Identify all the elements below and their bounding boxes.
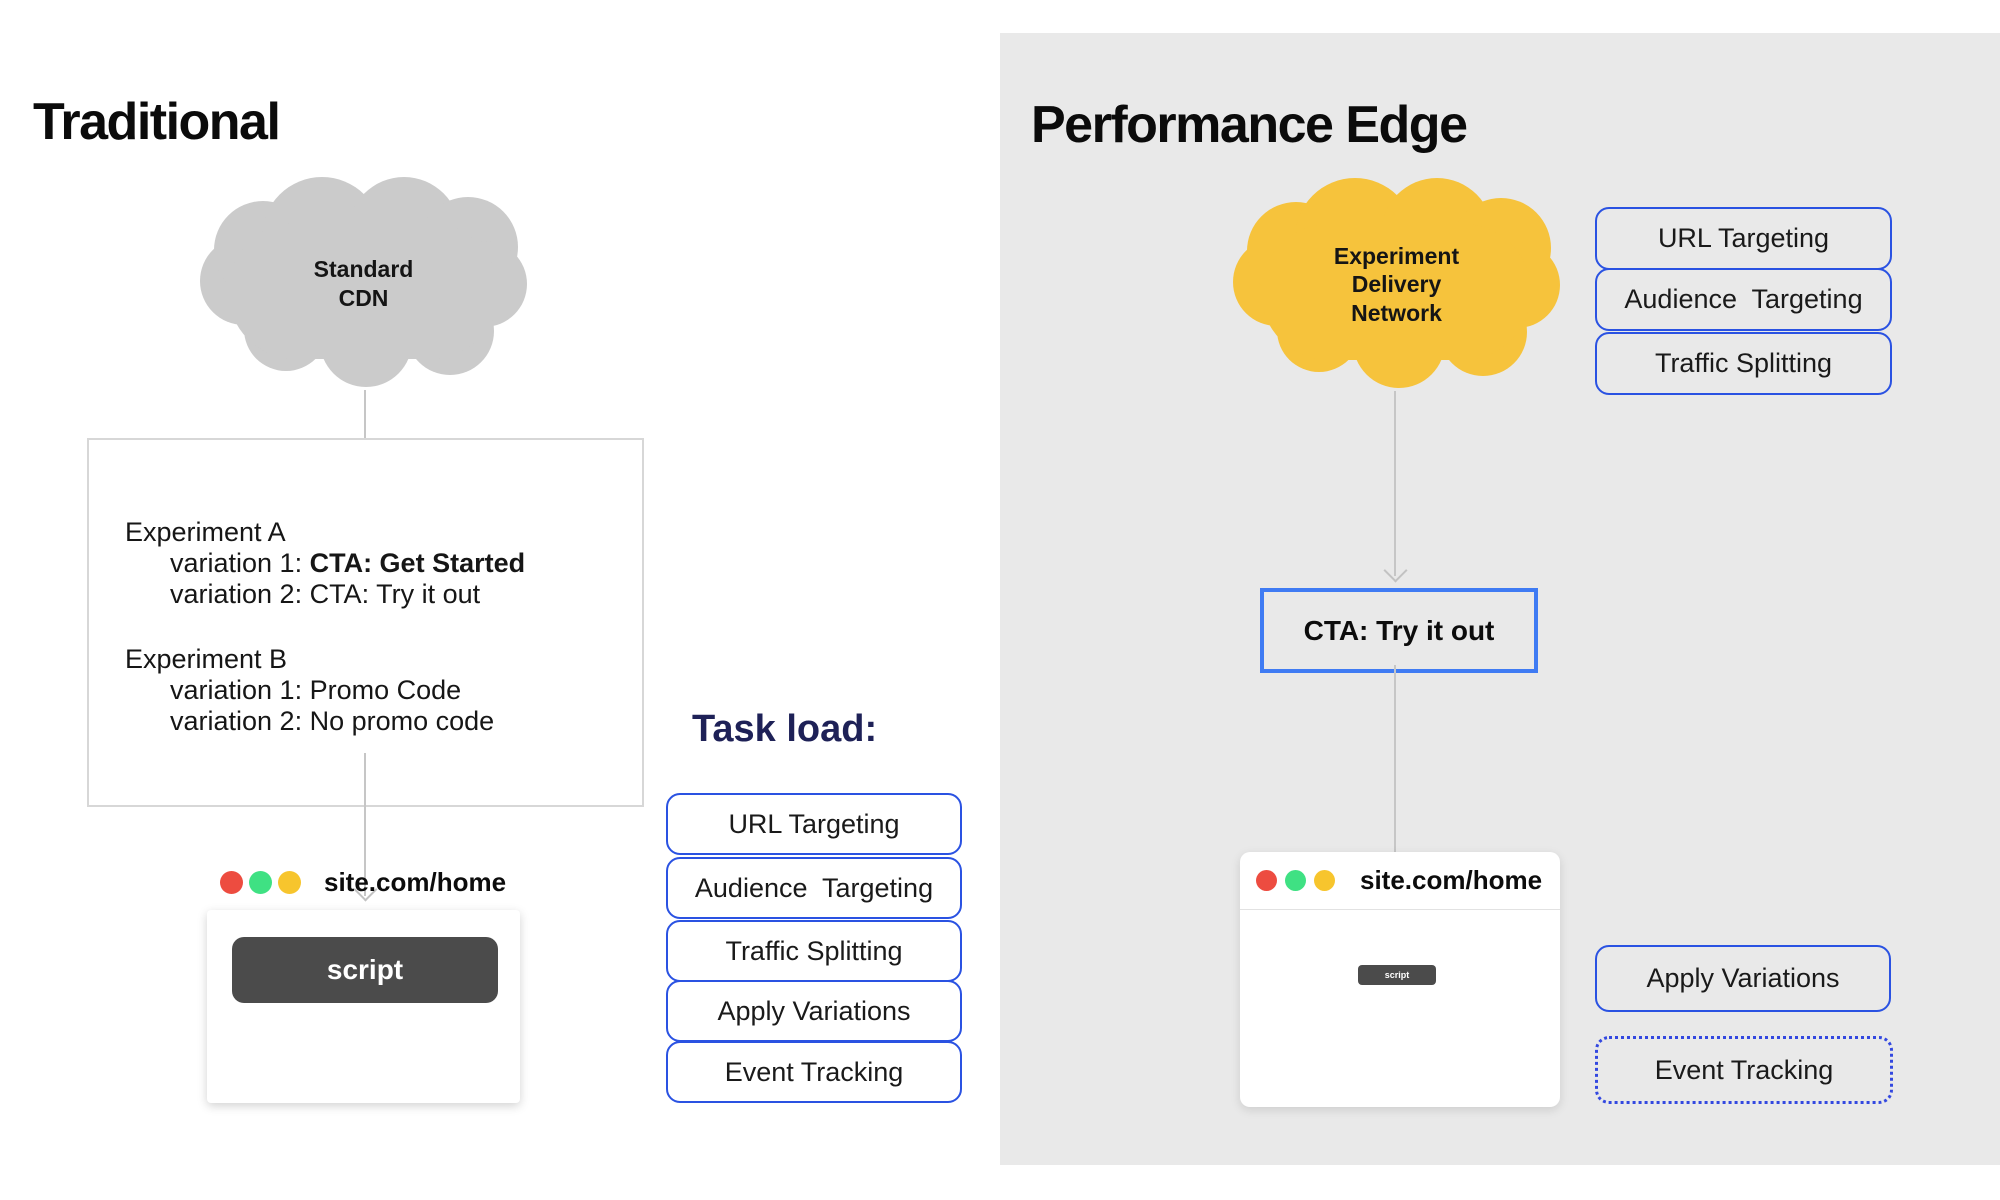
capability-audience-targeting: Audience Targeting [1595, 268, 1892, 331]
task-event-tracking: Event Tracking [666, 1041, 962, 1103]
traditional-title: Traditional [33, 93, 281, 151]
browser-title-row: site.com/home [220, 866, 507, 897]
capability-url-targeting: URL Targeting [1595, 207, 1892, 270]
cloud-core-icon [228, 223, 498, 359]
edge-task-event-tracking: Event Tracking [1595, 1036, 1893, 1104]
task-apply-variations: Apply Variations [666, 980, 962, 1042]
script-block: script [232, 937, 498, 1003]
traffic-dot-red-icon [1256, 870, 1277, 891]
experiment-delivery-network-cloud-icon: Experiment Delivery Network [1233, 178, 1560, 391]
task-audience-targeting: Audience Targeting [666, 857, 962, 919]
experiment-b-variation-2: variation 2: No promo code [170, 706, 495, 736]
experiment-b-title: Experiment B [125, 644, 288, 674]
traffic-dot-red-icon [220, 870, 243, 894]
cloud-line-1: Standard [313, 256, 414, 283]
task-traffic-splitting: Traffic Splitting [666, 920, 962, 982]
arrow-edn-to-cta-line [1394, 391, 1396, 576]
experiment-delivery-network-label: Experiment Delivery Network [1233, 178, 1560, 391]
browser-url: site.com/home [324, 866, 507, 897]
experiment-b-variation-1: variation 1: Promo Code [170, 675, 462, 705]
standard-cdn-label: Standard CDN [200, 177, 527, 390]
task-url-targeting: URL Targeting [666, 793, 962, 855]
task-load-heading: Task load: [692, 708, 878, 750]
cloud-line-3: Network [1351, 299, 1442, 326]
cloud-core-icon [1261, 224, 1531, 360]
edge-browser-window: site.com/home script [1240, 852, 1560, 1107]
standard-cdn-cloud-icon: Standard CDN [200, 177, 527, 390]
experiment-a-title: Experiment A [125, 517, 286, 547]
cta-variation-box: CTA: Try it out [1260, 588, 1538, 673]
traffic-dot-green-icon [249, 870, 272, 894]
script-chip: script [1358, 965, 1436, 985]
experiment-a-variation-2: variation 2: CTA: Try it out [170, 579, 481, 609]
edge-task-apply-variations: Apply Variations [1595, 945, 1891, 1012]
cloud-line-2: CDN [338, 284, 389, 311]
traffic-dot-yellow-icon [1314, 870, 1335, 891]
cloud-line-1: Experiment [1333, 243, 1460, 270]
variation-1-value: CTA: Get Started [309, 548, 526, 578]
traffic-dot-yellow-icon [278, 870, 301, 894]
edge-browser-title-bar: site.com/home [1240, 852, 1560, 910]
arrow-cta-to-browser-line [1394, 665, 1396, 900]
traffic-dot-green-icon [1285, 870, 1306, 891]
experiment-a-variation-1: variation 1: CTA: Get Started [125, 548, 525, 579]
experiments-box [87, 438, 644, 807]
performance-edge-title: Performance Edge [1031, 96, 1468, 154]
arrow-experiments-to-browser-line [364, 753, 366, 896]
arrow-down-icon [1383, 558, 1408, 583]
capability-traffic-splitting: Traffic Splitting [1595, 332, 1892, 395]
cloud-line-2: Delivery [1351, 271, 1442, 298]
variation-1-prefix: variation 1: [170, 548, 310, 578]
browser-window: script [207, 910, 520, 1103]
experiments-text: Experiment A variation 1: CTA: Get Start… [125, 517, 525, 737]
edge-browser-url: site.com/home [1360, 865, 1543, 895]
